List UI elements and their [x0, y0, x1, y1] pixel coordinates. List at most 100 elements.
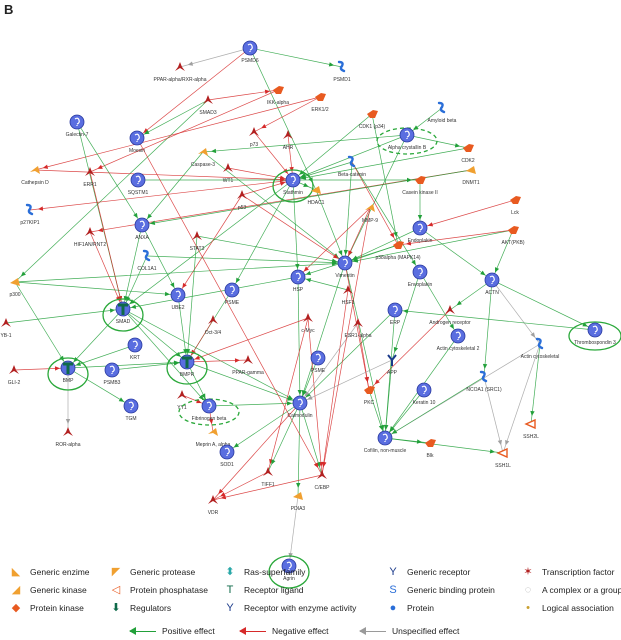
- edge-positive: [202, 151, 346, 264]
- edge-negative: [419, 199, 516, 229]
- complex-icon: ◌: [524, 584, 532, 596]
- edge-arrowhead: [210, 148, 217, 154]
- edge-arrowhead: [37, 206, 44, 211]
- node-endoplakin: Endoplakin: [408, 220, 433, 244]
- legend-label: Protein phosphatase: [130, 585, 208, 595]
- edge-arrowhead: [287, 396, 293, 401]
- node-amyloid: Amyloid beta: [428, 101, 457, 124]
- edge-arrowhead: [482, 363, 488, 370]
- node-ikka: IKK-alpha: [267, 86, 289, 106]
- edge-positive: [146, 255, 346, 264]
- kinase-icon: ◆: [11, 602, 21, 614]
- edge-positive: [14, 99, 209, 283]
- node-esr: ESR1-alpha: [345, 318, 372, 339]
- receptor-icon: Y: [389, 566, 397, 578]
- legend-arrow-0: Positive effect: [129, 626, 215, 636]
- edge-negative: [89, 89, 279, 173]
- legend-arrow-2: Unspecified effect: [359, 626, 459, 636]
- node-label: COL1A1: [137, 266, 156, 272]
- node-wt1: WT1: [223, 163, 234, 184]
- edge-positive: [122, 179, 294, 310]
- node-label: UBE2: [171, 305, 184, 311]
- edges-layer: [5, 47, 596, 567]
- edge-arrowhead: [322, 461, 327, 468]
- node-label: PSME: [225, 300, 240, 306]
- edge-arrowhead: [454, 143, 461, 148]
- edge-negative: [136, 137, 323, 476]
- node-betacat: Beta-catenin: [338, 155, 366, 178]
- node-envoplakin: Envoplakin: [408, 264, 432, 288]
- edge-arrowhead: [233, 442, 240, 448]
- highlight-ring: [568, 321, 621, 351]
- edge-arrowhead: [338, 250, 343, 256]
- node-label: Galectin-7: [66, 132, 89, 138]
- edge-positive: [344, 229, 514, 264]
- edge-arrowhead: [305, 270, 312, 276]
- legend-label: Generic enzime: [30, 567, 90, 577]
- highlight-ring: [102, 298, 144, 332]
- node-galectin7: Galectin-7: [66, 114, 89, 138]
- node-label: p27KIP1: [20, 220, 39, 226]
- edge-positive: [141, 224, 179, 296]
- tf-icon: ✶: [523, 566, 533, 578]
- node-label: DNMT1: [462, 180, 479, 186]
- edge-positive: [292, 147, 469, 181]
- node-label: Endoplakin: [408, 238, 433, 244]
- edge-arrowhead: [489, 449, 496, 454]
- node-label: HDAC1: [308, 200, 325, 206]
- node-label: Actin cytoskeletal: [521, 354, 560, 360]
- edge-arrowhead: [296, 482, 301, 489]
- edge-arrowhead: [480, 270, 486, 276]
- edge-arrowhead: [130, 304, 137, 309]
- node-label: YB-1: [0, 333, 11, 339]
- edge-arrowhead: [303, 182, 309, 187]
- edge-negative: [351, 161, 399, 246]
- edge-arrowhead: [264, 89, 271, 95]
- node-label: SMAD3: [199, 110, 216, 116]
- enzyme-icon: ◣: [11, 566, 21, 578]
- node-pdia3: PDIA3: [291, 492, 305, 512]
- node-bmpr: BMPR: [166, 351, 208, 385]
- node-blk: Blk: [425, 439, 436, 459]
- node-label: PKC: [364, 400, 375, 406]
- node-label: PSME: [311, 368, 326, 374]
- node-yy1: YY1: [177, 390, 187, 411]
- node-label: WT1: [223, 178, 234, 184]
- node-label: CDK1 (p34): [359, 124, 386, 130]
- edge-arrowhead: [497, 439, 502, 446]
- node-label: GLI-2: [8, 380, 21, 386]
- node-tgm: TGM: [123, 398, 139, 422]
- legend-item-receptor: Y Generic receptor: [385, 566, 470, 578]
- node-label: p53: [238, 205, 247, 211]
- edge-arrowhead: [407, 177, 412, 183]
- node-psme: PSME: [224, 282, 240, 306]
- edge-negative: [307, 317, 323, 476]
- node-label: Alpha crystallin B: [388, 145, 427, 151]
- node-stat3: STAT3: [190, 231, 205, 252]
- binding-icon: S: [389, 584, 397, 596]
- node-rhox: ERP: [387, 302, 403, 326]
- node-ck2: Casein kinase II: [402, 176, 438, 196]
- node-label: CDK2: [461, 158, 475, 164]
- edge-positive: [122, 308, 210, 407]
- node-label: APP: [387, 370, 398, 376]
- node-ar: Androgen receptor: [429, 305, 471, 326]
- edge-arrowhead: [201, 393, 206, 399]
- node-label: BMPR: [180, 372, 195, 378]
- edge-arrowhead: [331, 261, 338, 266]
- edge-arrowhead: [456, 300, 462, 306]
- node-mmp9: MMP-9: [362, 204, 378, 224]
- node-ssh1l: SSH1L: [495, 447, 511, 469]
- edge-positive: [14, 281, 179, 296]
- node-label: Moesin: [129, 148, 145, 154]
- node-p27: p27KIP1: [20, 203, 40, 226]
- legend-label: Receptor ligand: [244, 585, 304, 595]
- legend-label: Generic receptor: [407, 567, 471, 577]
- node-label: ERP: [390, 320, 401, 326]
- legend-label: Logical association: [542, 603, 614, 613]
- node-label: SQSTM1: [128, 190, 149, 196]
- edge-arrowhead: [118, 397, 125, 402]
- edge-arrowhead: [405, 241, 412, 246]
- edge-negative: [29, 179, 294, 211]
- node-stathmin: Stathmin: [272, 169, 314, 203]
